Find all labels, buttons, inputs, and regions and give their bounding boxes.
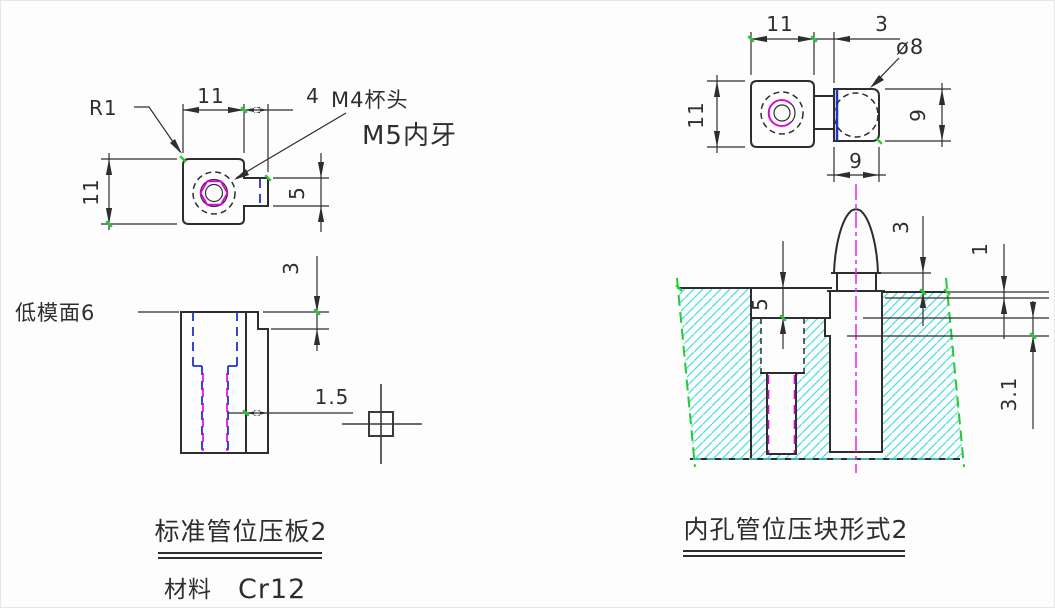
callout-screw-head: M4杯头: [331, 88, 408, 112]
hidden-counterbore: [192, 312, 238, 452]
callout-internal-thread: M5内牙: [362, 121, 457, 151]
thread-highlight-arc: [767, 99, 792, 127]
neck-lines: [813, 95, 835, 130]
right-top-view: 11 3 ø8 11 9 9: [684, 12, 951, 182]
dim-block-neck-width: 3: [875, 12, 889, 36]
callout-mold-surface: 低模面6: [15, 301, 95, 325]
mold-edge-left: [676, 277, 696, 468]
counterbore-circle: [760, 91, 804, 135]
left-section-view: 3 1.5 低模面6: [15, 256, 422, 464]
screw-head-circle: [199, 178, 229, 208]
dim-pocket-depth: 5: [748, 297, 772, 311]
mold-hatch-left: [679, 288, 751, 459]
left-top-view: 11 4 11 5 R1 M4杯头 M5内牙: [79, 84, 457, 232]
snap-ticks: [105, 35, 1037, 417]
mold-edge-right: [945, 277, 965, 468]
dim-plate-side-height: 11: [79, 178, 103, 205]
pin-circle: [833, 92, 879, 138]
dim-surface-step: 1: [968, 242, 992, 256]
block-head-outline: [833, 88, 880, 142]
dim-step-offset: 1.5: [315, 385, 350, 409]
thread-hole-circle: [204, 183, 224, 203]
channel-centerlines: [767, 375, 796, 453]
callout-pin-diameter: ø8: [896, 35, 924, 59]
hex-socket: [199, 180, 229, 206]
left-part-title: 标准管位压板2: [155, 517, 328, 546]
dim-block-top-width: 11: [766, 12, 793, 36]
dim-step-height: 3: [279, 261, 303, 275]
point-marker: [342, 384, 422, 464]
dim-plate-tab-height: 5: [285, 186, 309, 200]
section-outline: [180, 311, 269, 454]
right-part-title: 内孔管位压块形式2: [684, 515, 909, 544]
material-label: 材料: [164, 577, 212, 603]
dim-pin-protrusion: 3: [889, 220, 913, 234]
dim-plate-tab-width: 4: [306, 84, 320, 108]
dim-head-width: 9: [849, 149, 863, 173]
material-value: Cr12: [238, 574, 306, 605]
pocket-edges: [760, 318, 805, 373]
block-body-outline: [750, 80, 815, 148]
counterbore-circle: [192, 171, 236, 215]
dim-head-side: 9: [906, 108, 930, 122]
left-title-block: 标准管位压板2 材料 Cr12: [155, 517, 328, 605]
mold-hatch-right: [882, 292, 963, 459]
dim-block-side-height: 11: [684, 101, 708, 128]
dim-plate-top-width: 11: [197, 84, 224, 108]
right-section-view: 5 3 1 3.1: [676, 184, 1049, 473]
pin-dome: [832, 208, 880, 275]
thread-centerlines: [202, 373, 228, 451]
dim-notch-depth: 3.1: [997, 377, 1021, 412]
right-title-block: 内孔管位压块形式2: [683, 515, 909, 557]
plate-outline: [182, 158, 269, 225]
callout-corner-radius: R1: [89, 96, 118, 120]
